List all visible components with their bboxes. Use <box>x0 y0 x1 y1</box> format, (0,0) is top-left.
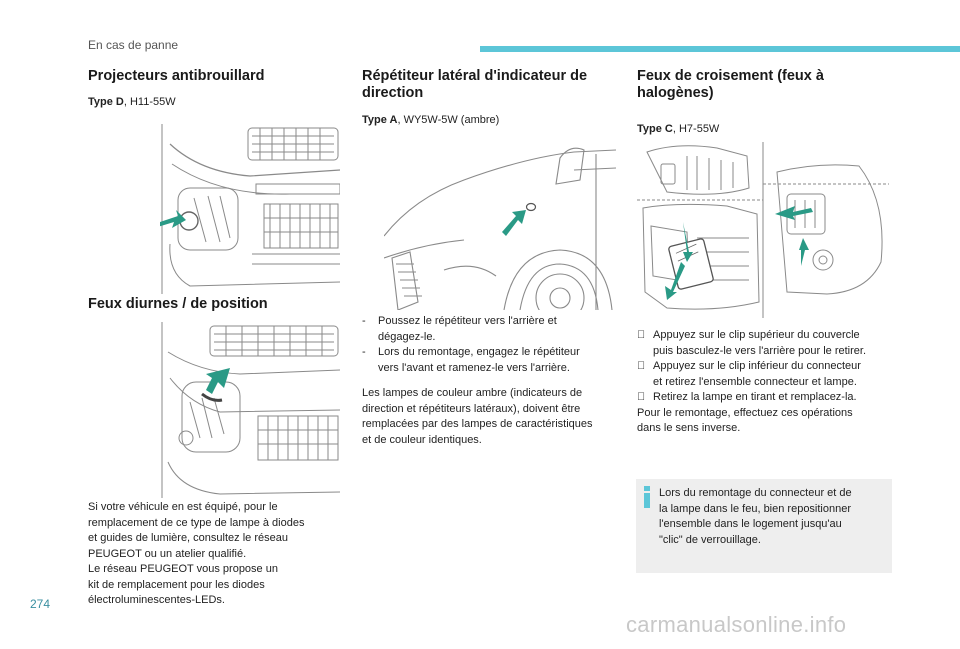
step-marker:  <box>637 328 645 344</box>
drl-illustration <box>160 322 340 498</box>
step-line: dégagez-le. <box>378 330 436 343</box>
step-marker:  <box>637 390 645 406</box>
step-line: Retirez la lampe en tirant et remplacez-… <box>653 391 857 403</box>
text-line: "clic" de verrouillage. <box>659 533 761 546</box>
side-repeater-title: Répétiteur latéral d'indicateur de direc… <box>362 68 587 102</box>
title-line: halogènes) <box>637 85 714 101</box>
step-line: et retirez l'ensemble connecteur et lamp… <box>653 375 857 388</box>
text-line: kit de remplacement pour les diodes <box>88 578 265 591</box>
section-header: En cas de panne <box>88 38 179 52</box>
step-item: -Poussez le répétiteur vers l'arrière et… <box>362 314 618 345</box>
step-marker: - <box>362 315 366 327</box>
text-line: Si votre véhicule en est équipé, pour le <box>88 501 278 513</box>
text-line: et guides de lumière, consultez le résea… <box>88 532 288 544</box>
amber-lamp-paragraph: Les lampes de couleur ambre (indicateurs… <box>362 386 620 448</box>
info-text: Lors du remontage du connecteur et de la… <box>659 486 887 548</box>
title-line: Répétiteur latéral d'indicateur de <box>362 68 588 84</box>
drl-drawing <box>161 322 340 498</box>
step-item: -Lors du remontage, engagez le répétiteu… <box>362 345 618 376</box>
step-marker:  <box>637 359 645 375</box>
dipped-beam-steps:  Appuyez sur le clip supérieur du couver… <box>637 328 897 437</box>
text-line: Les lampes de couleur ambre (indicateurs… <box>362 387 583 399</box>
title-line: Feux de croisement (feux à <box>637 68 824 84</box>
text-line: Pour le remontage, effectuez ces opérati… <box>637 406 853 419</box>
text-line: et de couleur identiques. <box>362 433 482 446</box>
info-i-glyph <box>644 486 650 508</box>
step-line: Appuyez sur le clip inférieur du connect… <box>653 360 861 372</box>
step-line: vers l'avant et ramenez-le vers l'arrièr… <box>378 361 570 374</box>
spec-type: Type C <box>637 123 673 135</box>
step-line: Lors du remontage, engagez le répétiteur <box>378 346 580 358</box>
spec-value: , H7-55W <box>672 123 720 135</box>
side-repeater-spec: Type A, WY5W-5W (ambre) <box>362 114 499 126</box>
header-accent-bar <box>480 46 960 52</box>
step-marker: - <box>362 346 366 358</box>
fog-lamp-illustration <box>160 124 340 294</box>
text-line: Le réseau PEUGEOT vous propose un <box>88 563 278 575</box>
info-box: Lors du remontage du connecteur et de la… <box>636 479 892 573</box>
side-repeater-drawing <box>384 147 616 310</box>
text-line: Lors du remontage du connecteur et de <box>659 487 852 499</box>
page-number: 274 <box>30 597 51 611</box>
spec-type: Type A <box>362 114 398 126</box>
step-line: Appuyez sur le clip supérieur du couverc… <box>653 329 860 341</box>
headlamp-drawing <box>637 142 889 318</box>
text-line: la lampe dans le feu, bien repositionner <box>659 502 852 515</box>
headlamp-illustration <box>637 142 889 318</box>
dipped-beam-spec: Type C, H7-55W <box>637 123 719 135</box>
text-line: électroluminescentes-LEDs. <box>88 594 225 606</box>
dipped-beam-title: Feux de croisement (feux à halogènes) <box>637 68 824 102</box>
step-item:  Appuyez sur le clip inférieur du connec… <box>637 359 897 390</box>
text-line: l'ensemble dans le logement jusqu'au <box>659 518 842 530</box>
spec-value: , H11-55W <box>123 96 176 108</box>
text-line: direction et répétiteurs latéraux), doiv… <box>362 402 581 415</box>
step-line: puis basculez-le vers l'arrière pour le … <box>653 344 867 357</box>
text-line: remplacées par des lampes de caractérist… <box>362 418 593 430</box>
drl-title: Feux diurnes / de position <box>88 296 268 312</box>
side-repeater-steps: -Poussez le répétiteur vers l'arrière et… <box>362 314 618 376</box>
fog-lamp-spec: Type D, H11-55W <box>88 96 176 108</box>
spec-value: , WY5W-5W (ambre) <box>397 114 500 126</box>
drl-paragraph: Si votre véhicule en est équipé, pour le… <box>88 500 338 609</box>
text-line: dans le sens inverse. <box>637 422 741 434</box>
step-item:  Appuyez sur le clip supérieur du couver… <box>637 328 897 359</box>
step-line: Poussez le répétiteur vers l'arrière et <box>378 315 557 327</box>
text-line: PEUGEOT ou un atelier qualifié. <box>88 547 247 560</box>
side-repeater-illustration <box>384 140 616 310</box>
title-line: direction <box>362 85 424 101</box>
watermark: carmanualsonline.info <box>626 612 847 637</box>
info-icon <box>644 486 650 508</box>
fog-lamp-drawing <box>160 124 340 294</box>
step-item:  Retirez la lampe en tirant et remplacez… <box>637 390 897 406</box>
spec-type: Type D <box>88 96 124 108</box>
fog-lamp-title: Projecteurs antibrouillard <box>88 68 265 84</box>
text-line: remplacement de ce type de lampe à diode… <box>88 516 305 529</box>
